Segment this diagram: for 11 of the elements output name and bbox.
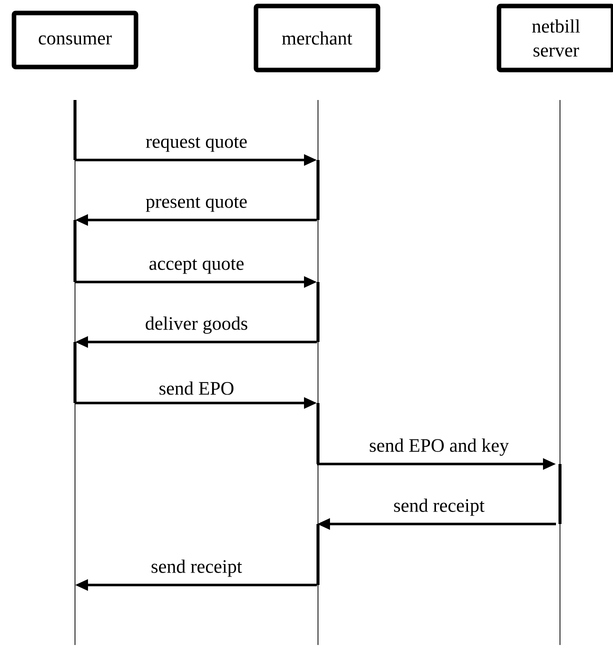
message-label: send receipt [152,560,242,577]
message-label: send receipt [394,498,485,516]
actor-box: netbill server [496,4,613,72]
message-label: deliver goods [146,316,248,334]
message-label: send EPO and key [370,438,509,456]
message-label: request quote [146,137,247,152]
message-label: send EPO [160,381,234,395]
actor-box: merchant [254,4,380,72]
actor-box: consumer [12,10,138,70]
message-label: present quote [146,197,247,212]
message-label: accept quote [149,259,244,274]
